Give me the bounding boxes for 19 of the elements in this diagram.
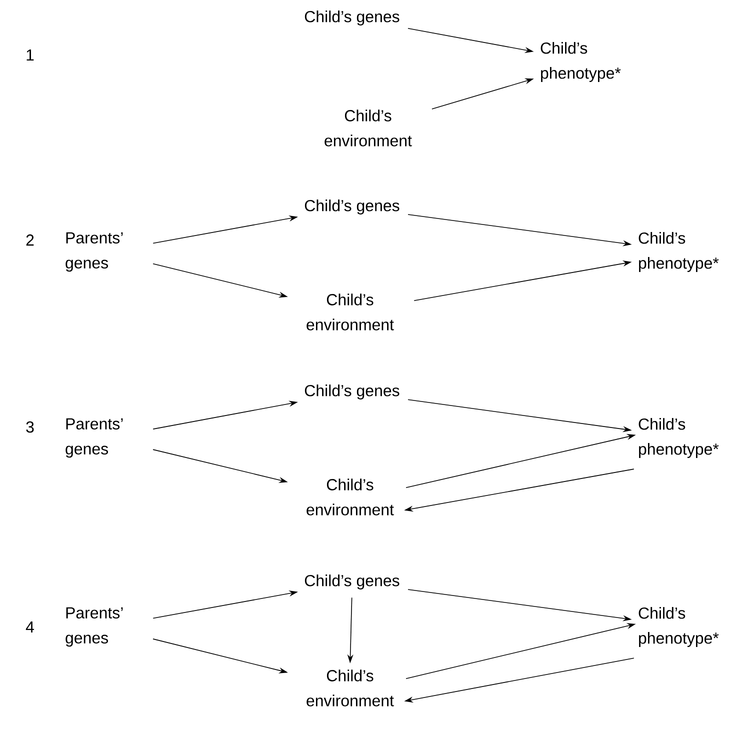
node-text: Child’s phenotype* bbox=[638, 232, 719, 272]
node-text: Parents’ genes bbox=[66, 232, 123, 272]
panel-number: 2 bbox=[26, 234, 34, 246]
panel-number: 4 bbox=[26, 622, 34, 632]
node-text: Child’s environment bbox=[306, 478, 394, 516]
node-text: Child’s genes bbox=[304, 574, 400, 590]
node-text: Child’s genes bbox=[304, 200, 400, 214]
node-text: Child’s environment bbox=[324, 110, 412, 146]
node-text: Child’s genes bbox=[304, 384, 400, 400]
node-text: Child’s environment bbox=[306, 670, 394, 706]
node-text: Parents’ genes bbox=[66, 607, 123, 647]
node-text: Child’s phenotype* bbox=[540, 42, 621, 82]
node-text: Child’s phenotype* bbox=[638, 607, 719, 647]
node-text: Child’s genes bbox=[304, 10, 400, 26]
node-text: Child’s environment bbox=[306, 294, 394, 330]
panel-number: 3 bbox=[26, 421, 34, 433]
panel-number: 1 bbox=[26, 50, 34, 61]
node-text: Parents’ genes bbox=[66, 418, 123, 458]
node-text: Child’s phenotype* bbox=[638, 418, 719, 458]
